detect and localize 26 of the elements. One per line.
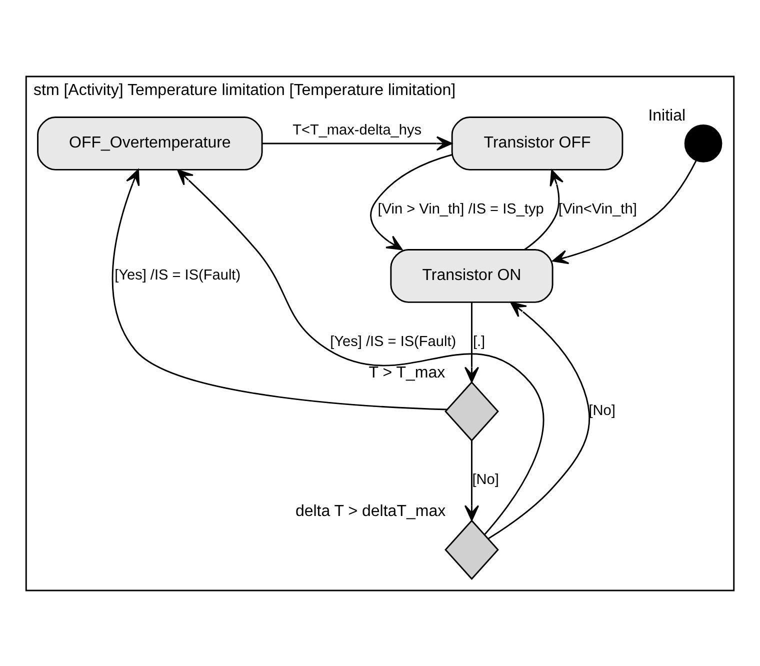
node-label: delta T > deltaT_max xyxy=(295,502,446,520)
edge-label: [Vin > Vin_th] /IS = IS_typ xyxy=(378,200,544,217)
edge-label: [No] xyxy=(472,472,499,488)
node-box: Transistor ON xyxy=(390,248,554,302)
arrow xyxy=(524,169,564,250)
arrow xyxy=(370,154,452,250)
edge-label: [Vin<Vin_th] xyxy=(558,200,637,217)
node-circle xyxy=(684,124,722,162)
edge-label: [No] xyxy=(588,402,616,419)
arrow xyxy=(177,168,544,535)
node-label: Initial xyxy=(648,107,686,124)
arrow xyxy=(112,168,447,410)
edge-label: [.] xyxy=(472,333,486,350)
node-box: Transistor OFF xyxy=(451,116,624,170)
arrow xyxy=(464,302,480,382)
arrow xyxy=(262,136,452,150)
arrow xyxy=(552,160,697,264)
edge-label: [Yes] /IS = IS(Fault) xyxy=(330,333,456,350)
edge-label: [Yes] /IS = IS(Fault) xyxy=(114,267,241,284)
arrow xyxy=(488,301,590,539)
edge-label: T<T_max-delta_hys xyxy=(292,122,422,138)
node-label: T > T_max xyxy=(368,364,446,382)
node-diamond xyxy=(444,519,499,580)
node-box: OFF_Overtemperature xyxy=(37,116,263,170)
node-diamond xyxy=(444,380,499,442)
arrow xyxy=(464,440,480,520)
